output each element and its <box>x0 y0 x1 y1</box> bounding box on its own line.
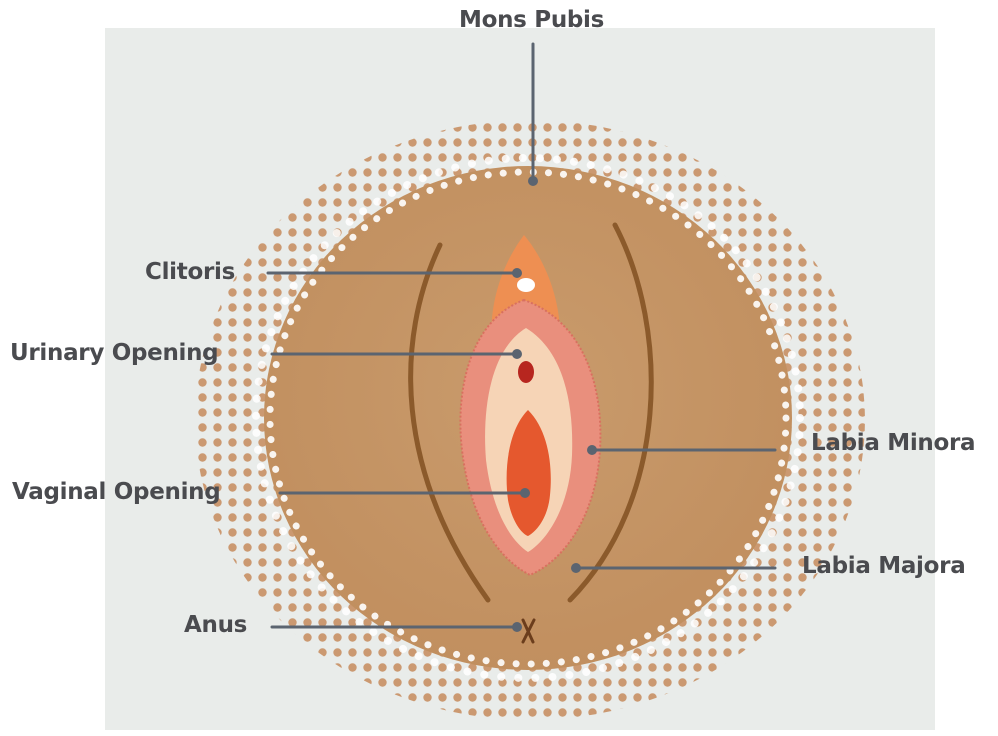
label-labia-majora: Labia Majora <box>802 553 965 579</box>
label-urinary-opening: Urinary Opening <box>10 340 218 366</box>
urinary-opening <box>518 361 534 383</box>
label-mons-pubis: Mons Pubis <box>459 7 604 33</box>
label-vaginal-opening: Vaginal Opening <box>12 479 220 505</box>
label-clitoris: Clitoris <box>145 259 235 285</box>
clitoris-glans <box>517 278 535 292</box>
label-anus: Anus <box>184 612 247 638</box>
label-labia-minora: Labia Minora <box>811 430 975 456</box>
